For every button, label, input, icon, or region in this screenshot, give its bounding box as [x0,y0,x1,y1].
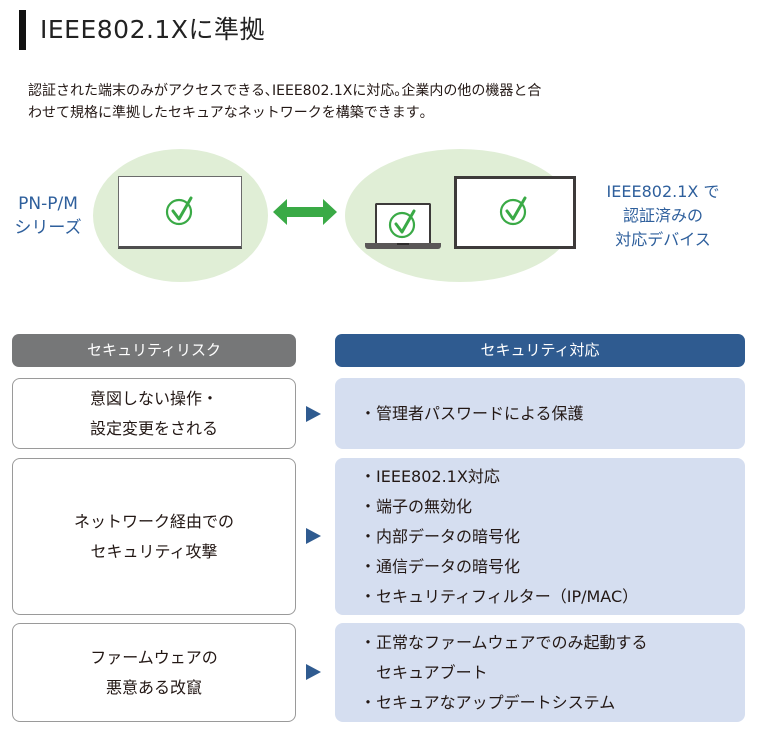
intro-text: 認証された端末のみがアクセスできる､IEEE802.1Xに対応｡企業内の他の機器… [28,80,728,124]
page-title: IEEE802.1Xに準拠 [40,15,265,44]
laptop-notch [397,243,409,245]
triangle-arrow-icon [306,664,321,680]
response-item: ・IEEE802.1X対応 [360,466,500,486]
response-cell: ・正常なファームウェアでのみ起動する セキュアブート ・セキュアなアップデートシ… [335,623,745,722]
response-cell: ・IEEE802.1X対応 ・端子の無効化 ・内部データの暗号化 ・通信データの… [335,458,745,615]
risk-line: 設定変更をされる [89,418,218,438]
response-item: ・セキュアなアップデートシステム [360,692,616,712]
risk-cell: 意図しない操作・ 設定変更をされる [12,378,296,449]
risk-line: セキュリティ攻撃 [90,541,218,561]
response-item: セキュアブート [360,662,488,682]
triangle-arrow-icon [306,406,321,422]
response-item: ・正常なファームウェアでのみ起動する [360,632,648,652]
laptop-base [365,243,441,249]
left-label-line-1: PN-P/M [18,194,78,214]
risk-line: 意図しない操作・ [89,388,218,408]
right-label-line-2: 認証済みの [622,206,703,225]
intro-line-1: 認証された端末のみがアクセスできる､IEEE802.1Xに対応｡企業内の他の機器… [28,83,542,99]
response-item: ・セキュリティフィルター（IP/MAC） [360,586,639,606]
intro-line-2: わせて規格に準拠したセキュアなネットワークを構築できます｡ [28,105,427,121]
security-risk-header: セキュリティリスク [12,334,296,367]
risk-line: ネットワーク経由での [73,511,234,531]
triangle-arrow-icon [306,528,321,544]
risk-cell: ネットワーク経由での セキュリティ攻撃 [12,458,296,615]
right-device-label: IEEE802.1X で 認証済みの 対応デバイス [588,180,738,252]
pn-monitor-icon [118,176,242,249]
risk-line: 悪意ある改竄 [105,677,202,697]
check-icon [388,209,416,239]
check-icon [499,196,527,226]
response-cell: ・管理者パスワードによる保護 [335,378,745,449]
response-item: ・通信データの暗号化 [360,556,521,576]
risk-cell: ファームウェアの 悪意ある改竄 [12,623,296,722]
title-accent-bar [19,10,26,50]
risk-line: ファームウェアの [90,647,218,667]
left-device-label: PN-P/M シリーズ [8,192,88,240]
response-item: ・管理者パスワードによる保護 [360,403,584,423]
check-icon [165,196,193,226]
right-label-line-3: 対応デバイス [615,230,711,249]
double-arrow-icon [273,199,337,225]
security-response-header: セキュリティ対応 [335,334,745,367]
left-label-line-2: シリーズ [14,218,82,238]
response-item: ・端子の無効化 [360,496,473,516]
response-item: ・内部データの暗号化 [360,526,521,546]
right-label-line-1: IEEE802.1X で [606,182,720,201]
